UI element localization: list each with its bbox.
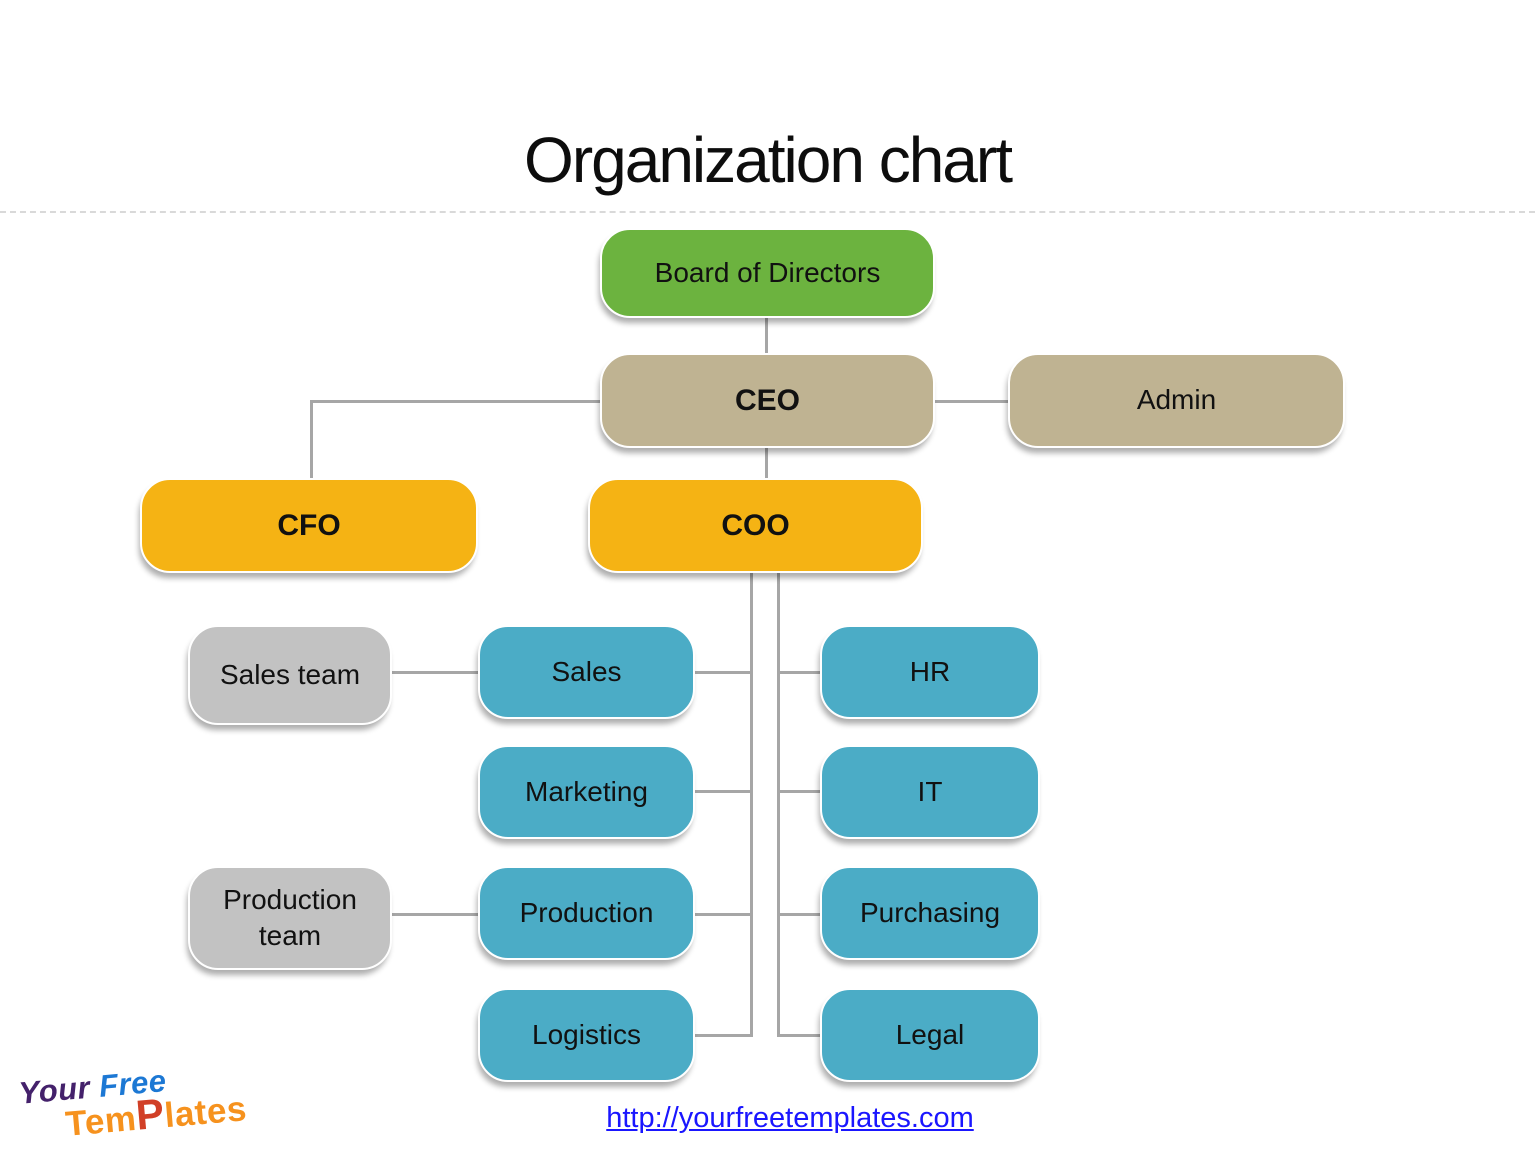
edge-sales-trunk bbox=[695, 671, 750, 674]
edge-ceo-coo bbox=[765, 448, 768, 478]
node-cfo: CFO bbox=[140, 478, 478, 573]
edge-trunk-left bbox=[750, 573, 753, 1037]
node-coo: COO bbox=[588, 478, 923, 573]
edge-logistics-trunk bbox=[695, 1034, 750, 1037]
node-purchasing: Purchasing bbox=[820, 866, 1040, 960]
node-ceo: CEO bbox=[600, 353, 935, 448]
edge-prodteam-production bbox=[392, 913, 478, 916]
node-legal: Legal bbox=[820, 988, 1040, 1082]
edge-trunk-it bbox=[780, 790, 820, 793]
edge-trunk-hr bbox=[780, 671, 820, 674]
edge-trunk-right bbox=[777, 573, 780, 1037]
header-divider bbox=[0, 211, 1535, 213]
node-production: Production bbox=[478, 866, 695, 960]
node-it: IT bbox=[820, 745, 1040, 839]
footer: http://yourfreetemplates.com bbox=[0, 1102, 1535, 1135]
edge-board-ceo bbox=[765, 318, 768, 353]
edge-salesteam-sales bbox=[392, 671, 478, 674]
edge-marketing-trunk bbox=[695, 790, 750, 793]
node-hr: HR bbox=[820, 625, 1040, 719]
footer-link[interactable]: http://yourfreetemplates.com bbox=[606, 1102, 974, 1134]
edge-ceo-cfo-horizontal bbox=[310, 400, 600, 403]
node-production-team: Production team bbox=[188, 866, 392, 970]
edge-production-trunk bbox=[695, 913, 750, 916]
node-admin: Admin bbox=[1008, 353, 1345, 448]
edge-trunk-legal bbox=[780, 1034, 820, 1037]
edge-trunk-purchasing bbox=[780, 913, 820, 916]
node-sales-team: Sales team bbox=[188, 625, 392, 725]
node-logistics: Logistics bbox=[478, 988, 695, 1082]
node-board-of-directors: Board of Directors bbox=[600, 228, 935, 318]
node-marketing: Marketing bbox=[478, 745, 695, 839]
page-title: Organization chart bbox=[524, 123, 1013, 196]
node-sales: Sales bbox=[478, 625, 695, 719]
edge-ceo-admin bbox=[935, 400, 1008, 403]
edge-ceo-cfo-vertical bbox=[310, 400, 313, 478]
